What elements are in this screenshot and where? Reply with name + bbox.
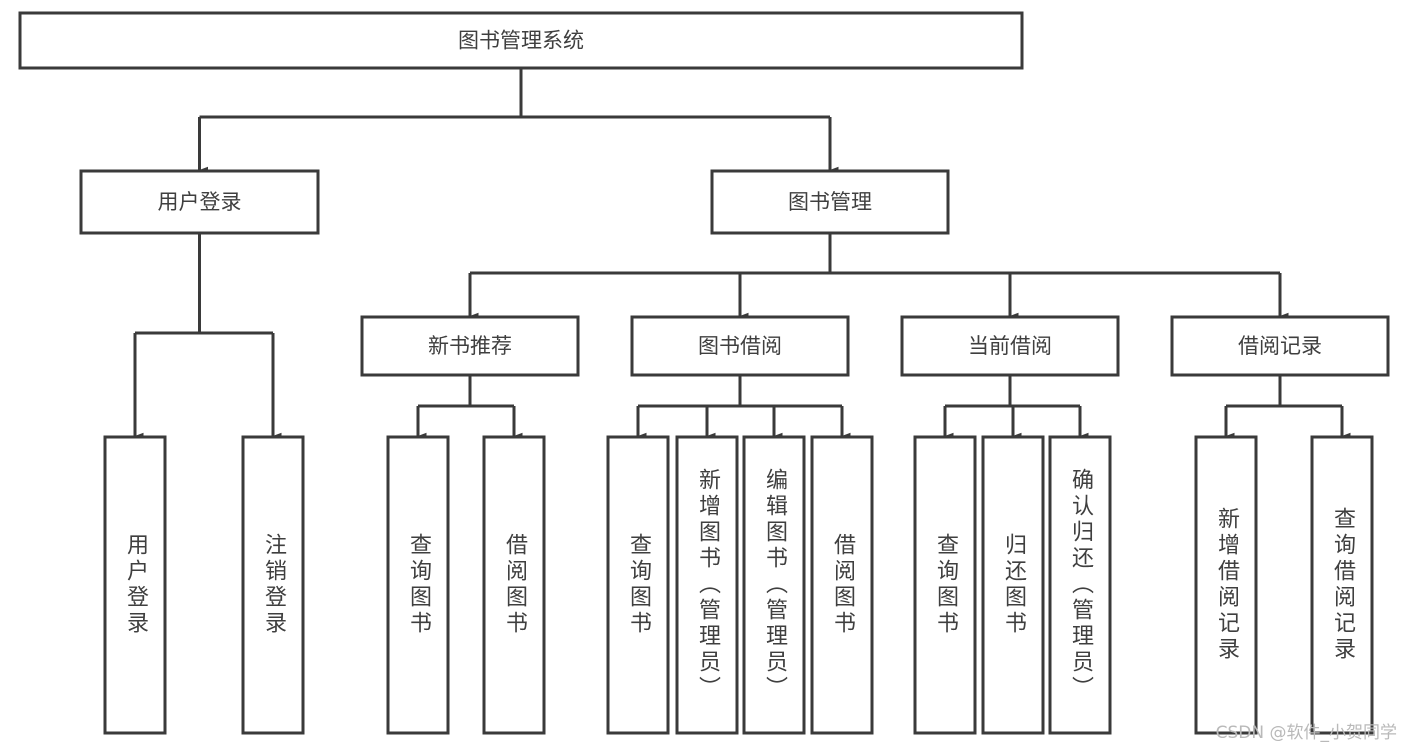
- node-leaf-edit-book-label: 编辑图书（管理员）: [762, 468, 787, 702]
- node-leaf-confirm-return-box: [1048, 435, 1112, 735]
- node-root-box: [18, 11, 1024, 70]
- node-current-borrow-box: [900, 315, 1120, 377]
- node-leaf-borrow-book-2-label: 借阅图书: [830, 533, 855, 637]
- node-leaf-query-book-2: 查询图书: [608, 437, 668, 733]
- node-leaf-return-book: 归还图书: [983, 437, 1043, 733]
- node-leaf-return-book-box: [981, 435, 1045, 735]
- node-leaf-query-book-2-label: 查询图书: [626, 533, 651, 637]
- node-leaf-user-login: 用户登录: [105, 437, 165, 733]
- node-leaf-query-book-3-box: [913, 435, 977, 735]
- node-leaf-confirm-return: 确认归还（管理员）: [1050, 437, 1110, 733]
- node-leaf-edit-book: 编辑图书（管理员）: [744, 437, 804, 733]
- node-leaf-add-record-label: 新增借阅记录: [1214, 507, 1239, 663]
- node-leaf-query-book-1-box: [386, 435, 450, 735]
- node-borrow-record: 借阅记录: [1170, 315, 1390, 377]
- node-current-borrow: 当前借阅: [900, 315, 1120, 377]
- node-new-book-recommend-label: 新书推荐: [428, 334, 512, 358]
- node-leaf-add-record-box: [1194, 435, 1258, 735]
- node-root: 图书管理系统: [18, 11, 1024, 70]
- node-leaf-add-book-label: 新增图书（管理员）: [695, 468, 720, 702]
- node-leaf-borrow-book-2-box: [810, 435, 874, 735]
- node-book-manage-box: [710, 169, 950, 235]
- node-book-borrow-box: [630, 315, 850, 377]
- node-leaf-query-book-3-label: 查询图书: [933, 533, 958, 637]
- node-leaf-add-book-box: [675, 435, 739, 735]
- node-leaf-borrow-book-2: 借阅图书: [812, 437, 872, 733]
- node-leaf-query-book-2-box: [606, 435, 670, 735]
- node-user-login: 用户登录: [79, 169, 320, 235]
- node-leaf-borrow-book-1-label: 借阅图书: [502, 533, 527, 637]
- node-current-borrow-label: 当前借阅: [968, 334, 1052, 358]
- node-leaf-confirm-return-label: 确认归还（管理员）: [1068, 468, 1093, 702]
- node-leaf-query-book-1: 查询图书: [388, 437, 448, 733]
- node-book-manage: 图书管理: [710, 169, 950, 235]
- node-book-borrow-label: 图书借阅: [698, 334, 782, 358]
- node-root-label: 图书管理系统: [458, 29, 584, 53]
- node-user-login-label: 用户登录: [158, 190, 242, 214]
- node-new-book-recommend: 新书推荐: [360, 315, 580, 377]
- node-leaf-query-book-3: 查询图书: [915, 437, 975, 733]
- node-leaf-query-record-label: 查询借阅记录: [1330, 507, 1355, 663]
- node-book-manage-label: 图书管理: [788, 190, 872, 214]
- edges-layer: [133, 68, 1351, 440]
- node-leaf-add-record: 新增借阅记录: [1196, 437, 1256, 733]
- node-leaf-query-record-box: [1310, 435, 1374, 735]
- node-borrow-record-box: [1170, 315, 1390, 377]
- node-new-book-recommend-box: [360, 315, 580, 377]
- node-leaf-query-record: 查询借阅记录: [1312, 437, 1372, 733]
- node-leaf-edit-book-box: [742, 435, 806, 735]
- node-leaf-logout-box: [241, 435, 305, 735]
- node-leaf-user-login-box: [103, 435, 167, 735]
- node-borrow-record-label: 借阅记录: [1238, 334, 1322, 358]
- node-leaf-return-book-label: 归还图书: [1001, 533, 1026, 637]
- node-leaf-query-book-1-label: 查询图书: [406, 533, 431, 637]
- node-user-login-box: [79, 169, 320, 235]
- node-leaf-add-book: 新增图书（管理员）: [677, 437, 737, 733]
- node-leaf-logout-label: 注销登录: [261, 533, 286, 637]
- node-leaf-borrow-book-1-box: [482, 435, 546, 735]
- node-leaf-borrow-book-1: 借阅图书: [484, 437, 544, 733]
- node-leaf-user-login-label: 用户登录: [123, 533, 148, 637]
- node-leaf-logout: 注销登录: [243, 437, 303, 733]
- node-book-borrow: 图书借阅: [630, 315, 850, 377]
